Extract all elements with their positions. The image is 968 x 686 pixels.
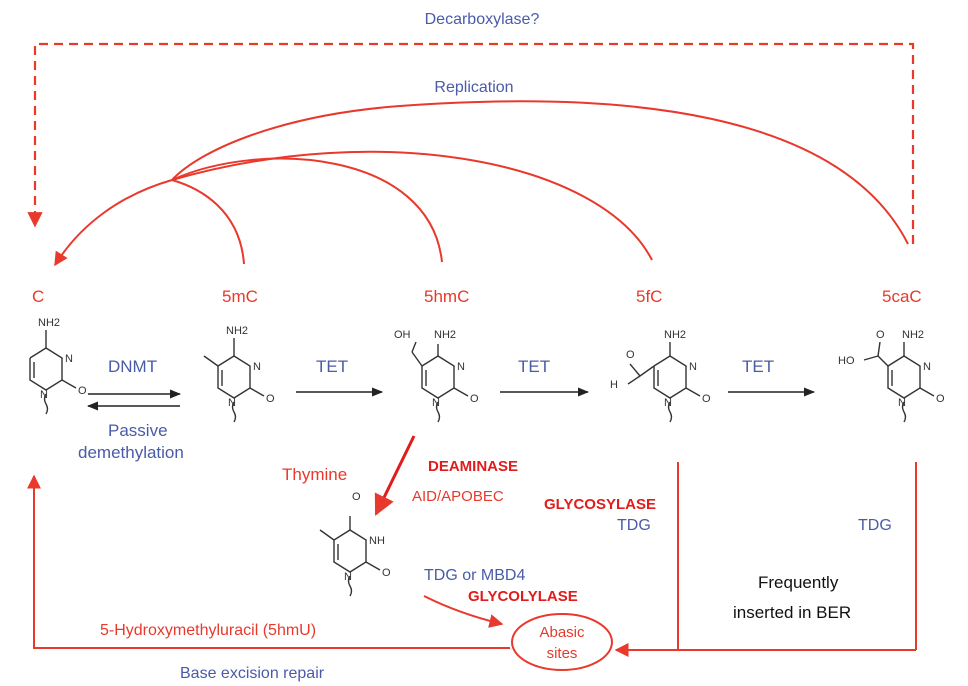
hmu-to-abasic-arrow	[423, 595, 504, 628]
decarboxylase-dashed-arrow	[27, 42, 915, 244]
tdg-label-5cac: TDG	[858, 517, 892, 534]
base-excision-repair-arrow	[27, 474, 510, 649]
molecule-5fc: O H NH2 N N O	[610, 329, 711, 423]
passive-label-2: demethylation	[78, 443, 184, 462]
svg-text:O: O	[876, 329, 885, 341]
abasic-sites-ellipse	[511, 613, 613, 671]
deamination-arrow	[374, 435, 416, 516]
svg-text:NH2: NH2	[902, 329, 924, 341]
svg-text:NH2: NH2	[226, 325, 248, 337]
svg-text:N: N	[40, 389, 48, 401]
svg-text:OH: OH	[394, 329, 411, 341]
tet-label-3: TET	[742, 357, 774, 376]
molecule-5hmc: OH NH2 N N O	[394, 329, 479, 423]
label-5cac: 5caC	[882, 287, 922, 306]
svg-text:O: O	[936, 393, 945, 405]
svg-text:O: O	[382, 567, 391, 579]
label-5mc: 5mC	[222, 287, 258, 306]
deaminase-label: DEAMINASE	[428, 458, 518, 475]
svg-text:N: N	[898, 397, 906, 409]
glycosylase-label: GLYCOSYLASE	[544, 496, 656, 513]
molecule-5cac: O HO NH2 N N O	[838, 329, 945, 423]
base-excision-repair-label: Base excision repair	[180, 665, 325, 682]
molecule-5mc: NH2 N N O	[203, 325, 275, 423]
hmu-label: 5-Hydroxymethyluracil (5hmU)	[100, 622, 316, 639]
aid-apobec-label: AID/APOBEC	[412, 488, 504, 505]
svg-text:N: N	[253, 361, 261, 373]
svg-text:N: N	[432, 397, 440, 409]
frequently-note-2: inserted in BER	[733, 603, 851, 622]
svg-text:H: H	[610, 379, 618, 391]
tdg-label-5fc: TDG	[617, 517, 651, 534]
svg-text:HO: HO	[838, 355, 855, 367]
replication-arc-5mc	[171, 179, 245, 265]
glycolylase-label: GLYCOLYLASE	[468, 588, 578, 605]
svg-text:O: O	[702, 393, 711, 405]
svg-text:N: N	[457, 361, 465, 373]
svg-text:N: N	[689, 361, 697, 373]
svg-text:O: O	[352, 491, 361, 503]
svg-text:N: N	[65, 353, 73, 365]
tet-label-1: TET	[316, 357, 348, 376]
replication-arc-5cac	[171, 100, 909, 245]
tet-label-2: TET	[518, 357, 550, 376]
svg-text:O: O	[266, 393, 275, 405]
replication-label: Replication	[434, 79, 513, 96]
svg-text:N: N	[344, 571, 352, 583]
svg-text:N: N	[923, 361, 931, 373]
tdg-mbd4-label: TDG or MBD4	[424, 567, 525, 584]
svg-text:O: O	[470, 393, 479, 405]
svg-text:NH2: NH2	[38, 317, 60, 329]
svg-text:NH: NH	[369, 535, 385, 547]
svg-text:NH2: NH2	[434, 329, 456, 341]
decarboxylase-label: Decarboxylase?	[425, 11, 540, 28]
abasic-label-1: Abasic	[539, 624, 585, 641]
svg-text:N: N	[664, 397, 672, 409]
abasic-label-2: sites	[547, 645, 578, 662]
svg-text:NH2: NH2	[664, 329, 686, 341]
svg-text:O: O	[626, 349, 635, 361]
molecule-cytosine: NH2 N N O	[29, 317, 87, 415]
label-5fc: 5fC	[636, 287, 662, 306]
replication-arc-5hmc	[171, 157, 443, 263]
frequently-note-1: Frequently	[758, 573, 839, 592]
molecule-5hmu: O NH N O	[319, 491, 391, 597]
replication-arc-5fc	[171, 150, 653, 261]
label-c: C	[32, 287, 44, 306]
svg-text:O: O	[78, 385, 87, 397]
label-5hmc: 5hmC	[424, 287, 469, 306]
passive-label-1: Passive	[108, 421, 168, 440]
dnmt-label: DNMT	[108, 357, 157, 376]
replication-arrow-to-c	[54, 179, 173, 267]
thymine-label: Thymine	[282, 465, 347, 484]
svg-text:N: N	[228, 397, 236, 409]
